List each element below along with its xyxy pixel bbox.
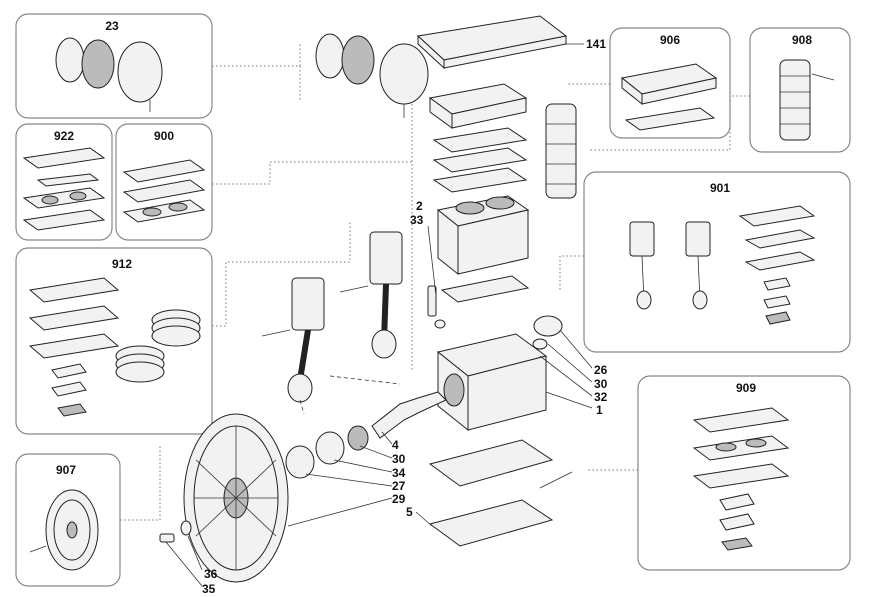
callout-30: 30 — [392, 452, 406, 466]
piston-rod-set-icon — [629, 205, 816, 325]
gasket-icon — [692, 407, 790, 551]
kit-label: 23 — [105, 19, 119, 33]
callout-5: 5 — [406, 505, 413, 519]
cylinder-head-icon — [620, 63, 718, 131]
kit-box-900[interactable]: 900 — [115, 123, 213, 241]
kit-box-901[interactable]: 901 — [583, 171, 851, 353]
callout-30: 30 — [594, 377, 608, 391]
kit-box-922[interactable]: 922 — [15, 123, 113, 241]
kit-box-912[interactable]: 912 — [15, 247, 213, 435]
callout-33: 33 — [410, 213, 424, 227]
callout-leaders — [165, 43, 593, 587]
gasket-ring-set-icon — [28, 277, 201, 417]
kit-connectors — [120, 44, 750, 521]
crankcase-part[interactable] — [436, 315, 563, 432]
kit-label: 908 — [792, 33, 812, 47]
callout-141: 141 — [586, 37, 606, 51]
intercooler-part[interactable] — [545, 103, 577, 199]
kit-box-909[interactable]: 909 — [637, 375, 851, 571]
callout-labels: 141 2 33 26 30 32 1 4 30 34 27 29 5 36 3… — [202, 37, 608, 596]
pistons-part[interactable] — [261, 231, 403, 337]
callout-35: 35 — [202, 582, 216, 596]
flywheel-part[interactable] — [183, 413, 289, 583]
dipstick-part[interactable] — [427, 285, 446, 329]
callout-27: 27 — [392, 479, 406, 493]
crankshaft-part[interactable] — [371, 391, 447, 439]
flywheel-icon — [29, 489, 99, 571]
callout-2: 2 — [416, 199, 423, 213]
callout-34: 34 — [392, 466, 406, 480]
base-gaskets-part[interactable] — [428, 439, 573, 547]
kit-label: 922 — [54, 129, 74, 143]
bearing-flange-part[interactable] — [285, 425, 369, 479]
callout-26: 26 — [594, 363, 608, 377]
gasket-icon — [122, 159, 206, 223]
kit-label: 900 — [154, 129, 174, 143]
flywheel-bolt-part[interactable] — [159, 520, 192, 543]
filter-icon — [55, 37, 163, 112]
gasket-icon — [22, 147, 106, 231]
connecting-rods-part[interactable] — [287, 283, 401, 415]
kit-box-23[interactable]: 23 — [15, 13, 213, 119]
kit-box-907[interactable]: 907 — [15, 453, 121, 587]
kit-label: 907 — [56, 463, 76, 477]
air-filter-part[interactable] — [315, 33, 429, 118]
callout-4: 4 — [392, 438, 399, 452]
kit-label: 909 — [736, 381, 756, 395]
cylinder-block-part[interactable] — [436, 195, 530, 303]
kit-box-906[interactable]: 906 — [609, 27, 731, 139]
kit-label: 912 — [112, 257, 132, 271]
intercooler-icon — [779, 59, 835, 141]
kit-label: 901 — [710, 181, 730, 195]
head-cover-part[interactable] — [416, 15, 568, 70]
callout-1: 1 — [596, 403, 603, 417]
cylinder-head-part[interactable] — [428, 83, 528, 129]
callout-36: 36 — [204, 567, 218, 581]
valve-plate-part[interactable] — [432, 127, 528, 193]
callout-32: 32 — [594, 390, 608, 404]
callout-29: 29 — [392, 492, 406, 506]
kit-label: 906 — [660, 33, 680, 47]
kit-box-908[interactable]: 908 — [749, 27, 851, 153]
